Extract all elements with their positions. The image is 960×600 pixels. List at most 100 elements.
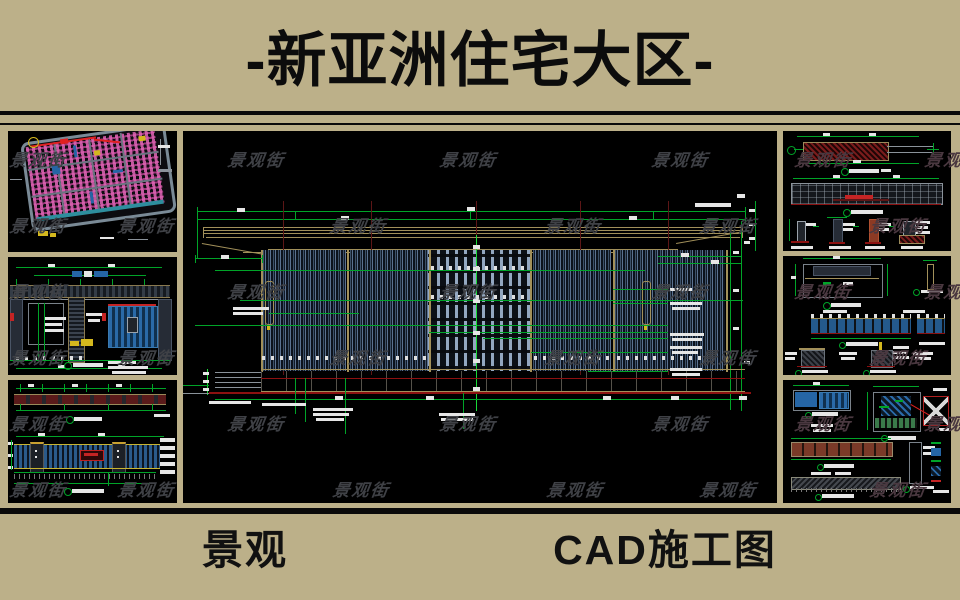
cad-shape-w bbox=[843, 282, 853, 285]
watermark-text: 景观街 bbox=[543, 349, 604, 368]
cad-shape-w bbox=[811, 424, 833, 427]
cad-shape-w bbox=[473, 359, 480, 363]
cad-shape-tan bbox=[805, 278, 879, 279]
watermark-text: 景观街 bbox=[793, 283, 854, 302]
cad-shape-g bbox=[795, 264, 796, 296]
cad-shape-grp bbox=[929, 440, 949, 486]
cad-shape-w bbox=[672, 351, 698, 354]
cad-shape-g bbox=[463, 393, 464, 429]
watermark-text: 景观街 bbox=[8, 283, 69, 302]
cad-shape-tan bbox=[742, 227, 743, 238]
watermark-text: 景观街 bbox=[868, 481, 929, 500]
cad-shape-yel bbox=[879, 342, 882, 350]
cad-shape-w bbox=[160, 470, 175, 474]
watermark-text: 景观街 bbox=[116, 481, 177, 500]
cad-shape-g bbox=[793, 385, 849, 386]
cad-shape-w bbox=[869, 133, 876, 136]
cad-shape-g bbox=[755, 201, 756, 251]
cad-shape-gc bbox=[66, 416, 74, 424]
cad-shape-g bbox=[262, 255, 263, 263]
cad-shape-tk2 bbox=[14, 474, 156, 479]
cad-shape-tk bbox=[431, 266, 528, 270]
cad-shape-g bbox=[11, 440, 12, 470]
cad-shape-tk bbox=[917, 314, 945, 318]
cad-shape-tan bbox=[203, 227, 204, 238]
cad-shape-g bbox=[879, 406, 889, 408]
cad-shape-w bbox=[8, 466, 13, 469]
cad-shape-gc bbox=[839, 342, 846, 349]
panel-site-plan bbox=[8, 131, 177, 252]
cad-shape-gc bbox=[823, 302, 831, 310]
watermark-text: 景观街 bbox=[793, 415, 854, 434]
cad-shape-g bbox=[152, 404, 153, 410]
cad-shape-w bbox=[672, 373, 700, 376]
panel-details-2 bbox=[783, 256, 951, 375]
cad-shape-g bbox=[933, 143, 934, 155]
cad-shape-g bbox=[197, 219, 198, 259]
cad-shape-yell bbox=[14, 468, 160, 469]
cad-shape-g bbox=[923, 260, 937, 261]
cad-shape-w bbox=[117, 456, 119, 458]
cad-shape-w bbox=[802, 370, 828, 373]
cad-shape-g bbox=[197, 219, 745, 220]
cad-shape-tk bbox=[262, 356, 347, 360]
cad-shape-g bbox=[112, 279, 113, 285]
cad-shape-red bbox=[845, 195, 873, 199]
cad-shape-w bbox=[117, 450, 119, 452]
cad-shape-yel bbox=[267, 325, 270, 330]
cad-shape-w bbox=[160, 462, 175, 466]
cad-shape-g bbox=[144, 279, 145, 285]
cad-shape-gray bbox=[215, 382, 261, 383]
cad-shape-w bbox=[823, 310, 847, 313]
cad-shape-w bbox=[749, 209, 755, 212]
cad-shape-w bbox=[262, 403, 306, 406]
cad-shape-w bbox=[839, 352, 857, 355]
title-divider-thin bbox=[0, 123, 960, 125]
cad-shape-w bbox=[313, 408, 353, 411]
cad-shape-gc bbox=[863, 370, 870, 375]
cad-shape-w bbox=[913, 352, 933, 355]
cad-shape-w bbox=[158, 145, 170, 148]
cad-shape-w bbox=[733, 251, 739, 254]
cad-shape-tan bbox=[206, 237, 740, 238]
cad-shape-yell bbox=[14, 444, 160, 445]
cad-shape-w bbox=[233, 312, 263, 315]
cad-shape-gray bbox=[160, 139, 161, 165]
cad-shape-grid bbox=[791, 183, 943, 205]
cad-shape-gc bbox=[64, 488, 72, 496]
cad-shape-g bbox=[793, 178, 939, 179]
cad-shape-yel bbox=[81, 339, 93, 346]
cad-shape-tk bbox=[534, 356, 610, 360]
cad-shape-gray bbox=[183, 393, 209, 394]
cad-shape-w bbox=[933, 388, 947, 391]
cad-shape-w bbox=[879, 228, 889, 231]
cad-shape-g bbox=[195, 258, 263, 259]
cad-shape-w bbox=[160, 446, 175, 450]
cad-shape-w bbox=[733, 289, 739, 292]
cad-shape-w bbox=[160, 438, 175, 442]
panel-entrance-elevation bbox=[8, 257, 177, 375]
cad-shape-w bbox=[154, 414, 170, 417]
cad-shape-g bbox=[80, 279, 81, 285]
cad-shape-w bbox=[670, 288, 692, 291]
cad-shape-w bbox=[473, 331, 480, 335]
cad-shape-blue bbox=[72, 271, 82, 277]
cad-shape-w bbox=[237, 208, 245, 212]
cad-shape-tan bbox=[203, 227, 743, 228]
cad-shape-red bbox=[10, 313, 14, 321]
panel-wall-elevation bbox=[8, 380, 177, 503]
cad-shape-g bbox=[470, 211, 471, 220]
cad-shape-yel bbox=[38, 231, 48, 236]
cad-shape-w bbox=[203, 372, 209, 375]
cad-shape-w bbox=[843, 223, 855, 226]
cad-shape-gray bbox=[215, 387, 261, 388]
cad-shape-tan bbox=[201, 243, 269, 256]
cad-shape-w bbox=[829, 246, 851, 249]
cad-shape-g bbox=[741, 221, 742, 411]
cad-shape-w bbox=[86, 313, 102, 316]
cad-shape-w bbox=[672, 338, 702, 341]
cad-shape-w bbox=[915, 357, 931, 360]
cad-shape-g bbox=[889, 226, 895, 227]
cad-shape-g bbox=[791, 459, 891, 460]
cad-shape-w bbox=[933, 490, 949, 493]
